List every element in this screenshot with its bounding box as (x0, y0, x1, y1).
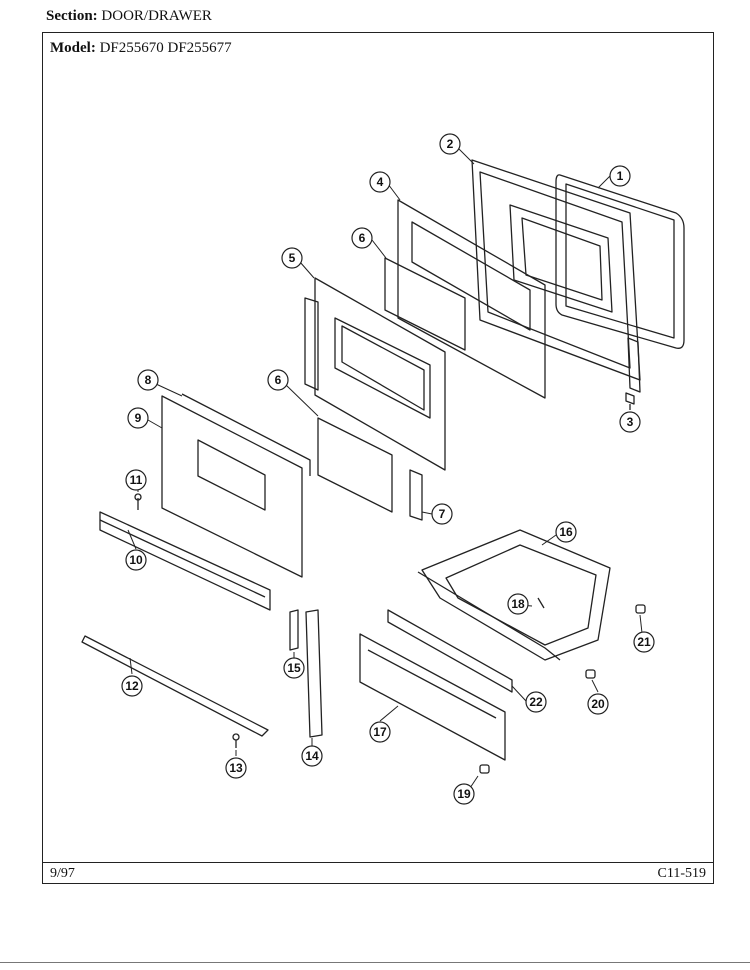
part-13-screw (232, 733, 240, 748)
callout-18: 18 (511, 597, 525, 611)
callout-12: 12 (125, 679, 139, 693)
part-7-bracket (409, 469, 423, 521)
callout-21: 21 (637, 635, 651, 649)
callout-6-lower: 6 (275, 373, 282, 387)
callout-labels: 1 2 3 4 5 6 6 7 8 9 10 11 12 13 14 15 16… (125, 137, 651, 801)
callout-circles (121, 133, 655, 805)
callout-17: 17 (373, 725, 387, 739)
model-value: DF255670 DF255677 (99, 40, 232, 56)
part-12-trim (81, 635, 269, 737)
callout-7: 7 (439, 507, 446, 521)
callout-5: 5 (289, 251, 296, 265)
footer-rule (42, 862, 714, 863)
callout-14: 14 (305, 749, 319, 763)
callout-22: 22 (529, 695, 543, 709)
part-20-clip (585, 669, 596, 679)
part-19-clip (479, 764, 490, 774)
callout-20: 20 (591, 697, 605, 711)
callout-11: 11 (130, 473, 143, 487)
part-15-side-trim (289, 609, 299, 651)
callout-15: 15 (287, 661, 301, 675)
part-22-rail (387, 609, 513, 693)
callout-16: 16 (559, 525, 573, 539)
footer-date: 9/97 (50, 866, 75, 881)
part-4-inner-panel (397, 199, 546, 399)
section-value: DOOR/DRAWER (101, 8, 212, 24)
part-16-drawer-pan (417, 529, 611, 661)
part-1-door-frame (555, 174, 685, 349)
model-line: Model: DF255670 DF255677 (50, 40, 232, 57)
part-11-screw (134, 493, 142, 510)
callout-19: 19 (457, 787, 471, 801)
callout-3: 3 (627, 415, 634, 429)
callout-13: 13 (229, 761, 243, 775)
model-label: Model: (50, 40, 96, 56)
callout-4: 4 (377, 175, 384, 189)
part-17-drawer-front (359, 633, 506, 761)
part-21-clip (635, 604, 646, 614)
callout-10: 10 (129, 553, 143, 567)
part-8-9-outer-glass (161, 393, 311, 578)
callout-2: 2 (447, 137, 454, 151)
part-6-glass-upper (384, 257, 466, 351)
footer-code: C11-519 (657, 866, 706, 881)
part-14-side-trim (305, 609, 323, 738)
callout-8: 8 (145, 373, 152, 387)
part-18-screw (537, 597, 545, 609)
page-bottom-rule (0, 962, 750, 963)
callout-6-upper: 6 (359, 231, 366, 245)
part-5-door-liner (304, 277, 446, 471)
section-label: Section: (46, 8, 98, 24)
callout-1: 1 (617, 169, 624, 183)
diagram-frame (42, 32, 714, 884)
section-line: Section: DOOR/DRAWER (46, 8, 212, 25)
part-2-door-panel (471, 159, 641, 393)
callout-9: 9 (135, 411, 142, 425)
part-10-handle (99, 511, 271, 611)
part-6-glass-lower (317, 417, 393, 513)
part-3-clip (625, 392, 635, 410)
